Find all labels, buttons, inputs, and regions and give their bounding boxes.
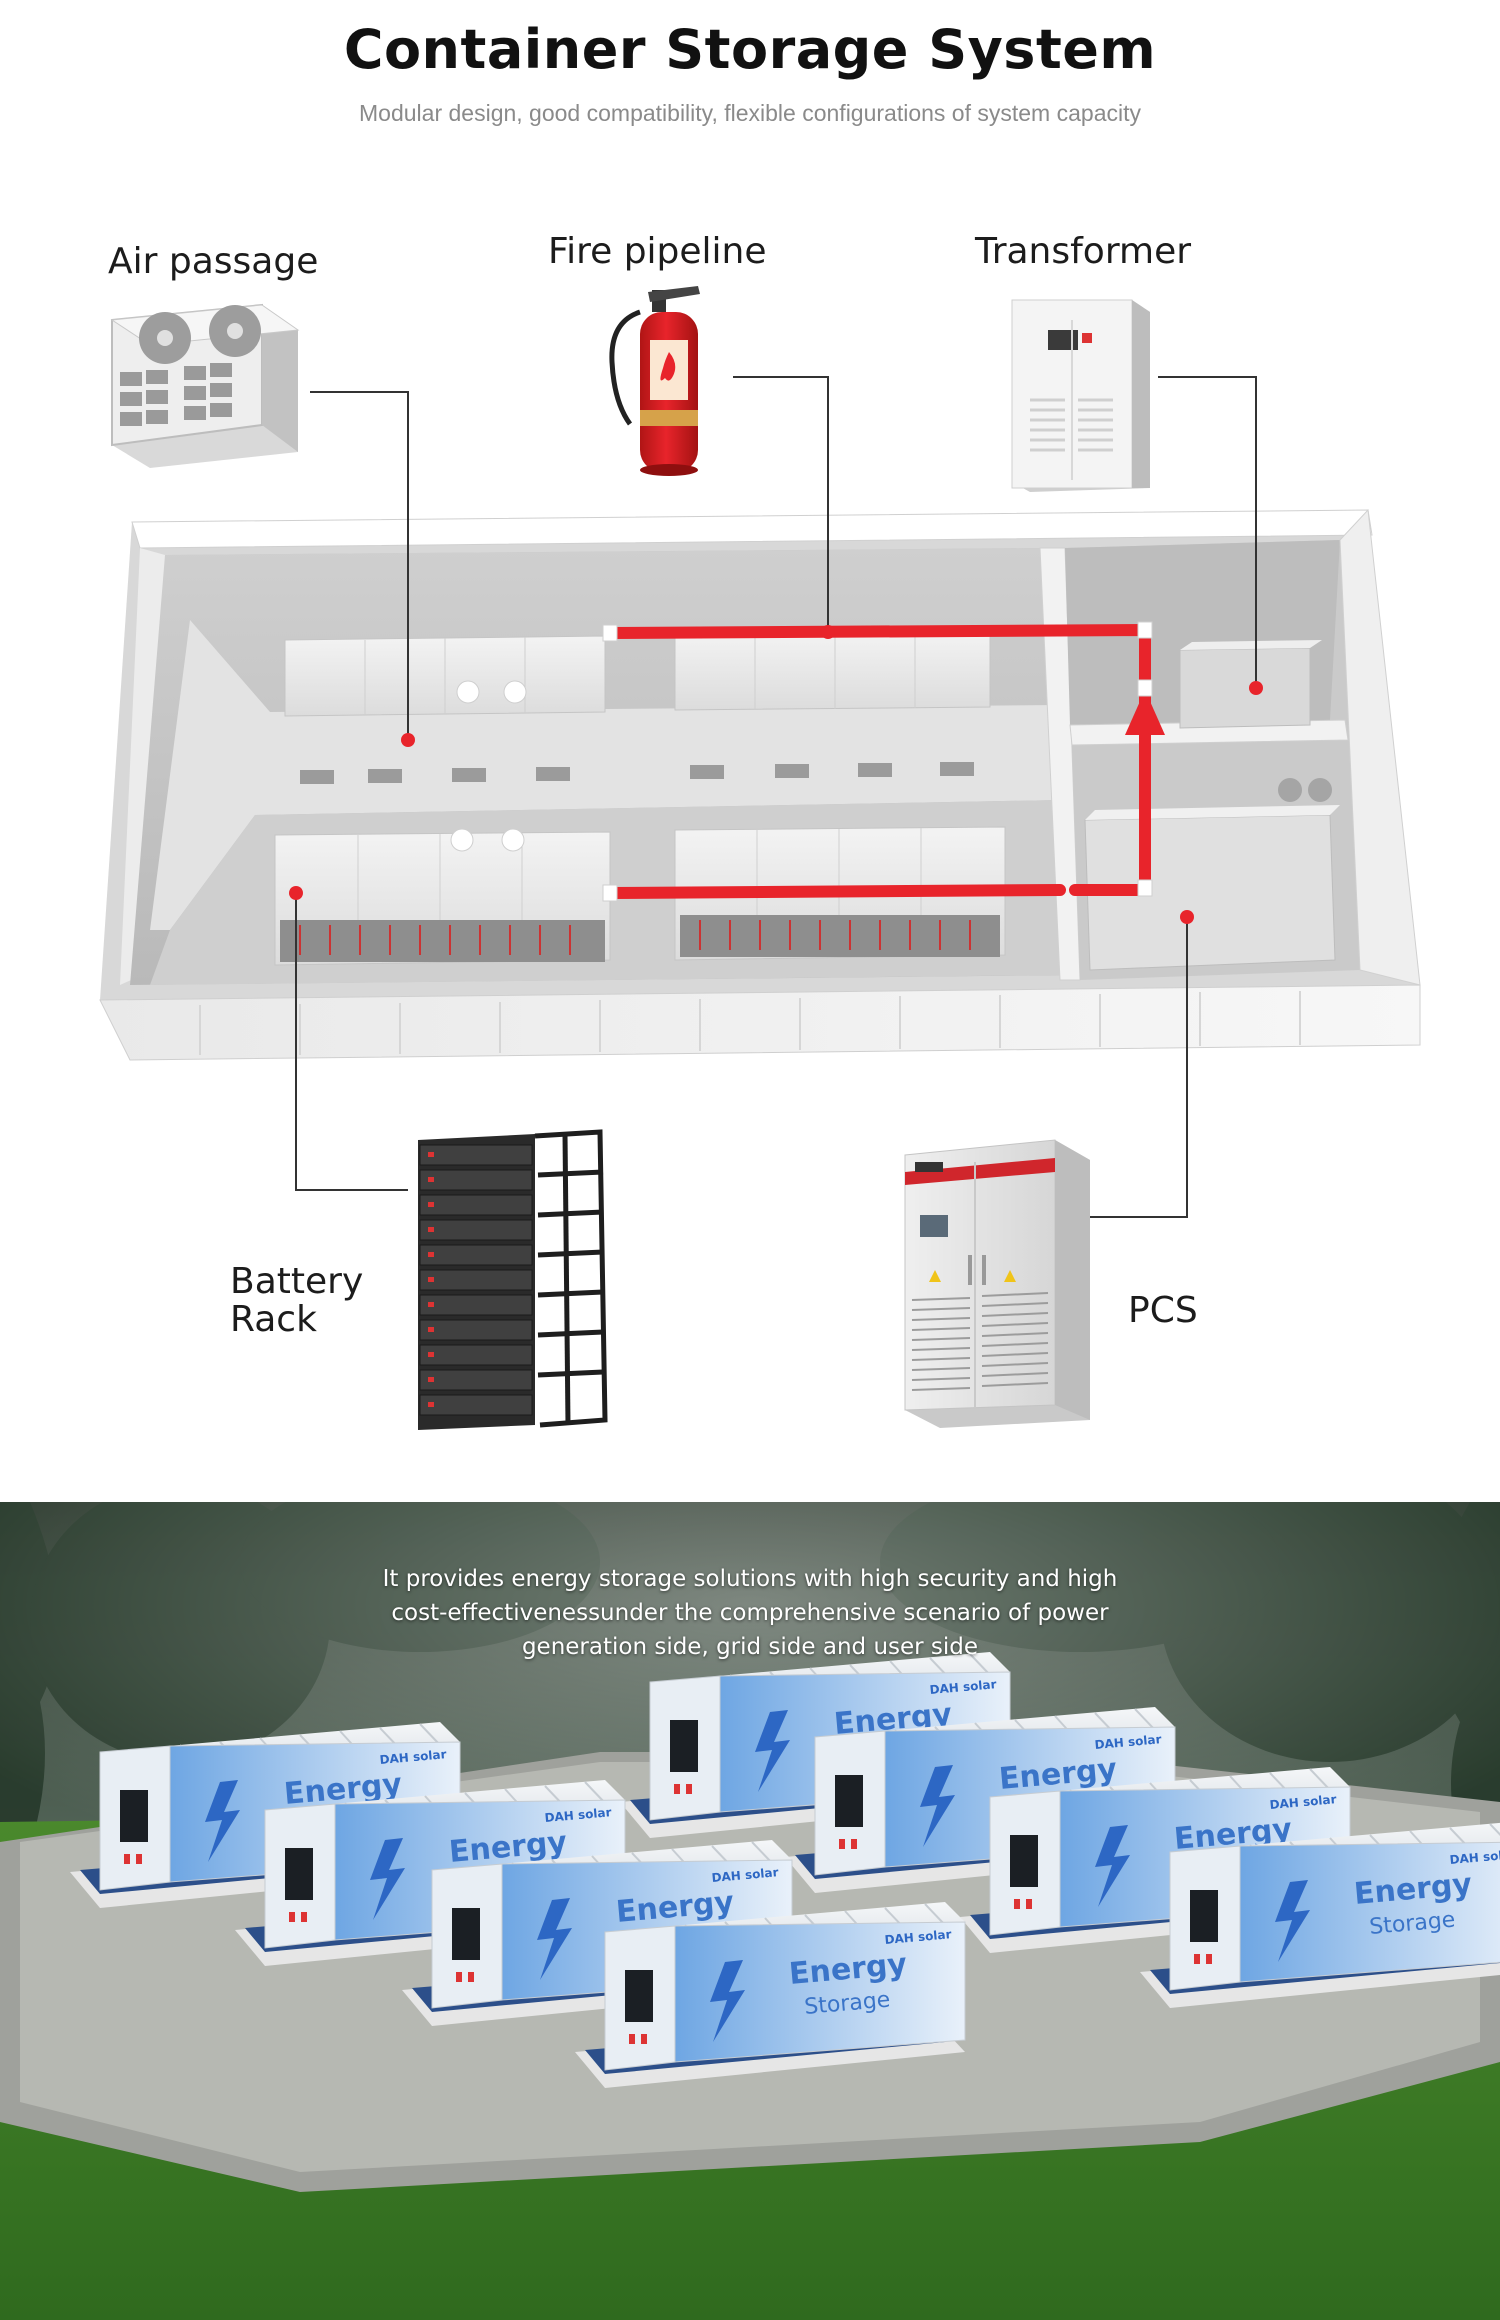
callout-dots	[289, 625, 1263, 924]
energy-storage-scene: Energy Storage DAH solar	[0, 1502, 1500, 2320]
battery-row-front-left	[274, 828, 611, 966]
label-transformer: Transformer	[975, 231, 1192, 272]
container-diagram	[99, 286, 1421, 1430]
label-battery-rack: Battery Rack	[230, 1263, 363, 1339]
scene-section: Energy Storage DAH solar	[0, 1502, 1500, 2320]
scene-tagline-line-3: generation side, grid side and user side	[521, 1634, 979, 1660]
page-title: Container Storage System	[343, 18, 1157, 81]
diagram-section: Container Storage System Modular design,…	[99, 18, 1421, 1430]
fire-extinguisher-icon	[609, 286, 700, 476]
scene-tagline-line-2: cost-effectivenessunder the comprehensiv…	[391, 1600, 1109, 1626]
page-subtitle: Modular design, good compatibility, flex…	[359, 100, 1141, 126]
battery-rack-icon	[418, 1129, 608, 1430]
scene-tagline-line-1: It provides energy storage solutions wit…	[382, 1566, 1118, 1592]
air-conditioner-icon	[110, 303, 300, 468]
container-cutaway	[99, 508, 1421, 1061]
battery-row-back-left	[284, 635, 606, 717]
label-fire-pipeline: Fire pipeline	[548, 231, 767, 272]
label-battery-rack-line-1: Battery	[230, 1261, 364, 1302]
leader-lines	[295, 376, 1257, 1218]
label-air-passage: Air passage	[108, 241, 319, 282]
pcs-cabinet-icon	[904, 1139, 1090, 1428]
scene-tagline: It provides energy storage solutions wit…	[270, 1562, 1230, 1664]
label-pcs: PCS	[1128, 1290, 1198, 1331]
label-battery-rack-line-2: Rack	[230, 1299, 317, 1340]
battery-row-back-right	[674, 630, 991, 711]
ess-container-4	[1139, 1821, 1500, 2009]
transformer-icon	[1011, 299, 1150, 492]
fire-pipeline	[606, 624, 1151, 899]
